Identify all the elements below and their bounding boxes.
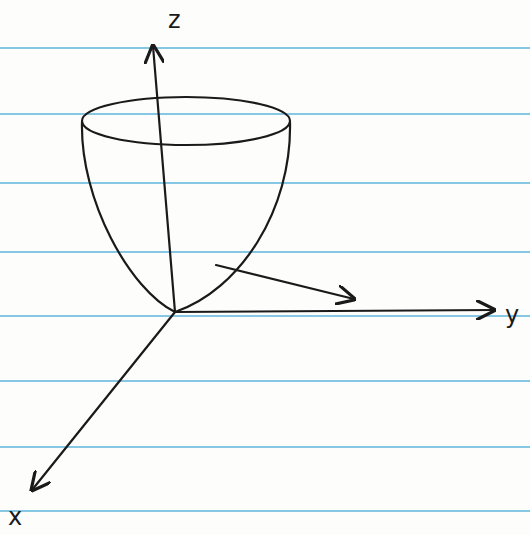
y-axis [175,310,494,312]
z-axis [153,46,175,312]
paraboloid-rim [82,97,290,145]
axis-label: y [505,303,519,327]
paraboloid-side [82,122,175,312]
x-axis [32,312,175,490]
normal-vector [216,265,354,299]
paraboloid-side [175,122,290,312]
axis-label: x [8,505,22,529]
ruled-lines [0,48,530,511]
axis-label: z [168,8,181,32]
